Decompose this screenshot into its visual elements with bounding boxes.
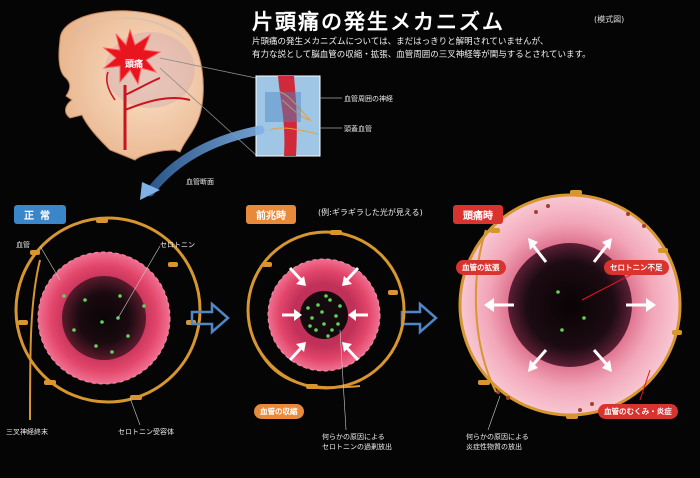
headache-cause-line: 炎症性物質の放出 (466, 443, 522, 451)
contraction-badge: 血管の収縮 (254, 404, 304, 419)
zoom-arrow (145, 125, 265, 197)
callout-vessel-label: 頭蓋血管 (344, 125, 372, 133)
receptor-label: セロトニン受容体 (118, 428, 174, 436)
serotonin-deficiency-badge: セロトニン不足 (604, 260, 669, 275)
vessel-detail-box (255, 75, 321, 157)
stage-headache-tag: 頭痛時 (453, 205, 503, 224)
diagram-type-tag: (模式図) (594, 15, 625, 24)
vessel-label: 血管 (16, 241, 30, 249)
head-profile (58, 10, 204, 161)
prodrome-cross-section (246, 230, 406, 431)
stage-arrow-2 (400, 301, 438, 335)
nerve-ending-label: 三叉神経終末 (6, 428, 48, 436)
headache-cause-line: 何らかの原因による (466, 433, 529, 441)
pain-burst-icon (102, 28, 162, 86)
description: 片頭痛の発生メカニズムについては、まだはっきりと解明されていませんが、 有力な説… (252, 36, 591, 62)
stage-arrow-1 (190, 301, 230, 335)
stage-prodrome-note: (例:ギラギラした光が見える) (318, 208, 423, 217)
headache-cross-section (458, 190, 682, 431)
prodrome-cause-line: 何らかの原因による (322, 433, 385, 441)
normal-cross-section (14, 216, 202, 426)
serotonin-label: セロトニン (160, 241, 195, 249)
prodrome-cause: 何らかの原因による セロトニンの過剰放出 (322, 432, 392, 452)
description-line: 片頭痛の発生メカニズムについては、まだはっきりと解明されていませんが、 (252, 37, 549, 47)
swelling-inflammation-badge: 血管のむくみ・炎症 (598, 404, 678, 419)
stage-prodrome-tag: 前兆時 (246, 205, 296, 224)
prodrome-cause-line: セロトニンの過剰放出 (322, 443, 392, 451)
callout-nerve-label: 血管周囲の神経 (344, 95, 393, 103)
description-line: 有力な説として脳血管の収縮・拡張、血管周囲の三叉神経等が関与するとされています。 (252, 50, 591, 60)
stage-normal-tag: 正常 (14, 205, 66, 224)
pain-label: 頭痛 (125, 60, 144, 70)
dilation-badge: 血管の拡張 (456, 260, 506, 275)
headache-cause: 何らかの原因による 炎症性物質の放出 (466, 432, 529, 452)
section-label: 血管断面 (186, 178, 214, 186)
page-title: 片頭痛の発生メカニズム (252, 10, 505, 34)
